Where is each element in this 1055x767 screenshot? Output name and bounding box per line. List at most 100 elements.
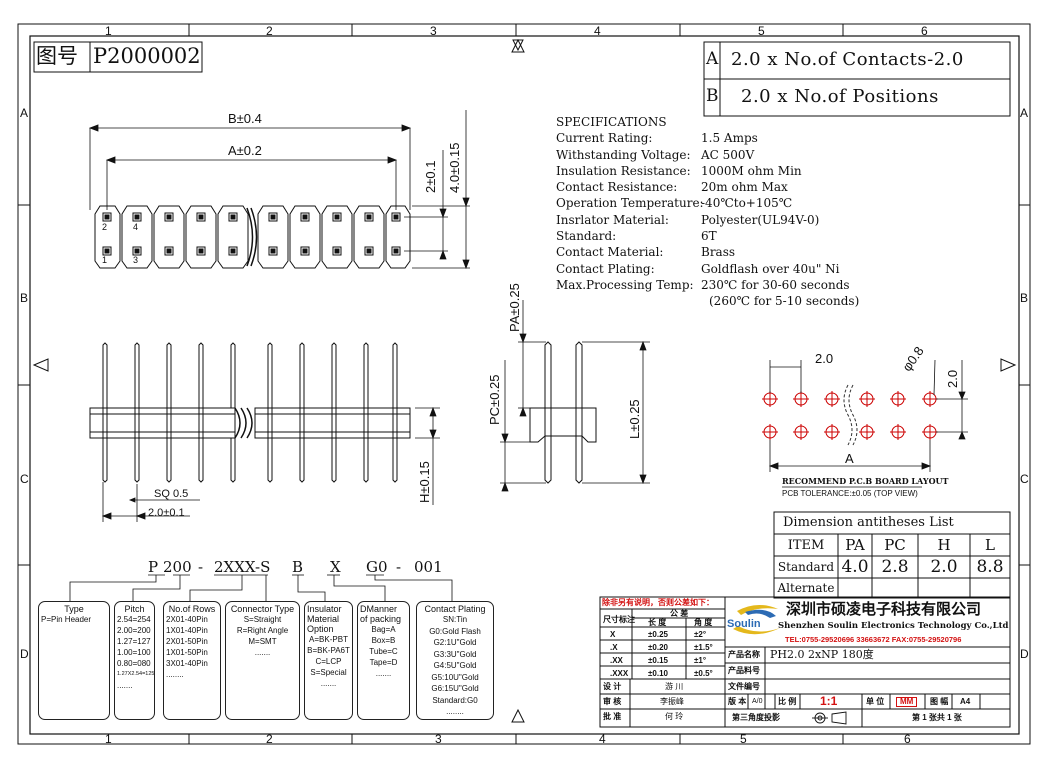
code-box-title: Type — [64, 604, 84, 614]
code-box-line: Standard:G0 — [432, 695, 478, 705]
scale-value: 1:1 — [820, 694, 838, 708]
projection-symbol-icon — [812, 711, 847, 725]
dim-a-label: A±0.2 — [228, 143, 262, 158]
top-view-pin-dots — [104, 214, 399, 254]
spec-row: Contact Material:Brass — [556, 244, 859, 260]
dim-pc-label: PC±0.25 — [487, 374, 502, 426]
grid-col-3-bottom: 3 — [435, 732, 442, 746]
dim-table-header: ITEM — [787, 537, 825, 553]
company-name-en: Shenzhen Soulin Electronics Technology C… — [778, 621, 1009, 631]
tolerance-cell: .X — [610, 643, 618, 652]
grid-col-6-bottom: 6 — [904, 732, 911, 746]
grid-col-1: 1 — [105, 24, 112, 38]
code-box-title: Pitch — [124, 604, 145, 614]
spec-title: SPECIFICATIONS — [556, 115, 667, 129]
design-value: 游 川 — [665, 682, 684, 691]
code-box-line: G4:5U"Gold — [433, 661, 477, 670]
side-view-dimensions — [500, 300, 650, 492]
spec-row: Standard:6T — [556, 228, 859, 244]
spec-row: Current Rating:1.5 Amps — [556, 130, 859, 146]
grid-row-d: D — [20, 647, 29, 661]
spec-row-label: Contact Plating: — [556, 261, 655, 276]
part-code-segment: B — [292, 558, 304, 576]
part-code-segment: X — [330, 558, 341, 576]
part-code-segment: 200 — [163, 558, 192, 576]
tolerance-cell: ±0.15 — [648, 656, 668, 665]
code-box-line: R=Right Angle — [236, 626, 289, 635]
spec-row: Max.Processing Temp:230℃ for 30-60 secon… — [556, 277, 859, 293]
code-box-line: 2X01-50Pin — [166, 637, 208, 646]
code-box-title: Contact Plating — [424, 604, 486, 614]
grid-col-5-bottom: 5 — [740, 732, 747, 746]
dim-h1-label: 2±0.1 — [423, 160, 438, 193]
dim-h2-label: 4.0±0.15 — [447, 142, 462, 193]
code-box-line: G0:Gold Flash — [429, 626, 481, 636]
tolerance-header: 公 差 — [670, 609, 689, 618]
top-view-dimensions — [88, 110, 470, 270]
grid-row-a-right: A — [1020, 106, 1029, 120]
grid-row-c-right: C — [1020, 472, 1029, 486]
code-box-line: Bag=A — [371, 625, 396, 634]
spec-row-value: 20m ohm Max — [701, 180, 788, 195]
code-box-line: Tube=C — [369, 647, 398, 656]
dim-table-cell: 2.8 — [881, 556, 909, 577]
grid-col-1-bottom: 1 — [105, 732, 112, 746]
pin-label-4: 4 — [133, 222, 139, 232]
code-box-line: ....... — [254, 648, 271, 657]
dim-table-cell: 8.8 — [976, 556, 1004, 577]
tolerance-cell: .XX — [610, 656, 623, 665]
grid-ticks — [18, 24, 1030, 744]
dim-table-title: Dimension antitheses List — [783, 515, 954, 530]
pcb-tolerance: PCB TOLERANCE:±0.05 (TOP VIEW) — [782, 489, 918, 498]
tolerance-cell: ±2° — [694, 630, 707, 639]
grid-col-4: 4 — [594, 24, 601, 38]
code-box-line: A=BK-PBT — [309, 635, 348, 644]
grid-row-b: B — [20, 291, 29, 305]
code-box-line: ....... — [117, 681, 133, 690]
dim-l-label: L±0.25 — [627, 399, 642, 439]
code-box-line: 3X01-40Pin — [166, 659, 208, 668]
part-code-leaders — [69, 574, 453, 602]
pcb-dimensions — [768, 359, 968, 488]
pcb-pitch-h-label: 2.0 — [815, 351, 834, 366]
code-box-title: Insulator Material Option — [307, 604, 342, 634]
code-box-line: ....... — [375, 669, 392, 678]
code-box-line: 1.27=127 — [117, 637, 151, 646]
pin-label-2: 2 — [102, 222, 108, 232]
spec-row: Insulation Resistance:1000M ohm Min — [556, 163, 859, 179]
part-code-segment: G0 — [366, 558, 388, 576]
code-box-line: ........ — [446, 707, 464, 716]
tolerance-cell: ±0.25 — [648, 630, 668, 639]
spec-row-label: Contact Material: — [556, 245, 664, 260]
spec-row-value: 1000M ohm Min — [701, 163, 802, 178]
scale-label: 比 例 — [778, 697, 797, 706]
dim-table-header: L — [985, 535, 995, 554]
spec-row-value: Polyester(UL94V-0) — [701, 212, 820, 227]
code-box-line: P=Pin Header — [41, 615, 92, 624]
review-value: 李振峰 — [660, 697, 684, 706]
version-value: A/0 — [752, 698, 763, 705]
part-code-segment: - — [396, 558, 402, 576]
spec-row-value: 1.5 Amps — [701, 131, 758, 146]
code-box-title: DManner of packing — [360, 604, 402, 624]
product-name-label: 产品名称 — [728, 650, 760, 659]
tolerance-cell: ±0.20 — [648, 643, 668, 652]
code-box-line: S=Special — [310, 668, 347, 677]
grid-col-4-bottom: 4 — [599, 732, 606, 746]
grid-col-3: 3 — [430, 24, 437, 38]
tolerance-cell: .XXX — [610, 669, 629, 678]
code-box-line: 0.80=080 — [117, 659, 151, 668]
code-box-line: S=Straight — [243, 615, 282, 624]
tolerance-cell: ±0.10 — [648, 669, 668, 678]
tolerance-note: 除非另有说明，否则公差如下： — [602, 598, 714, 607]
review-label: 审 核 — [603, 697, 622, 706]
sheet-label: 第 1 张共 1 张 — [912, 713, 962, 722]
spec-row-label: Standard: — [556, 229, 617, 244]
tolerance-cell: ±0.5° — [694, 669, 713, 678]
design-label: 设 计 — [603, 682, 622, 691]
